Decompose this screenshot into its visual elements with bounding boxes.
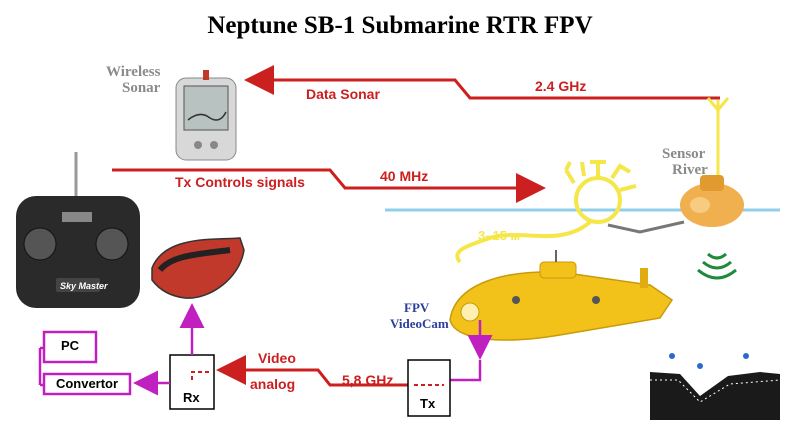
sonar-bottom-image — [640, 350, 790, 430]
sensor-label-1: Sensor — [662, 146, 706, 162]
surface-buoy-antenna — [564, 160, 637, 224]
pc-label: PC — [60, 338, 80, 353]
rc-controller — [16, 152, 140, 308]
tx-label: Tx — [420, 396, 436, 411]
depth-label: 3–15 м — [478, 228, 521, 243]
page-title: Neptune SB-1 Submarine RTR FPV — [207, 12, 593, 39]
pc-box — [42, 330, 98, 364]
fpv-label-1: FPV — [404, 300, 430, 315]
sensor-label-2: River — [672, 162, 708, 178]
sensor-antenna — [706, 97, 730, 178]
wireless-sonar-device — [175, 70, 237, 161]
river-sensor — [680, 175, 744, 227]
data-sonar-link — [244, 65, 720, 100]
sensor-cable — [607, 220, 685, 234]
controller-brand: Sky Master — [60, 281, 108, 291]
freq-40-label: 40 MHz — [380, 168, 429, 184]
video-label-2: analog — [250, 376, 296, 392]
video-link — [216, 355, 416, 387]
fpv-to-tx-link — [450, 360, 482, 382]
rx-label: Rx — [183, 390, 200, 405]
fpv-label-2: VideoCam — [390, 316, 449, 331]
data-sonar-label: Data Sonar — [306, 86, 380, 102]
freq-2-4-label: 2.4 GHz — [535, 78, 587, 94]
wireless-sonar-label-1: Wireless — [106, 64, 161, 80]
rx-inner-link — [191, 371, 210, 380]
tx-controls-label: Tx Controls signals — [175, 174, 305, 190]
fpv-goggles — [151, 237, 245, 299]
sonar-wave-icon — [697, 252, 737, 280]
video-label-1: Video — [258, 350, 296, 366]
tx-box — [407, 359, 451, 417]
wireless-sonar-label-2: Sonar — [122, 80, 161, 96]
tether-cable — [455, 220, 592, 264]
tx-controls-link — [112, 168, 546, 203]
submarine — [449, 250, 674, 341]
convertor-label: Convertor — [55, 376, 119, 391]
freq-5-8-label: 5,8 GHz — [342, 372, 394, 388]
